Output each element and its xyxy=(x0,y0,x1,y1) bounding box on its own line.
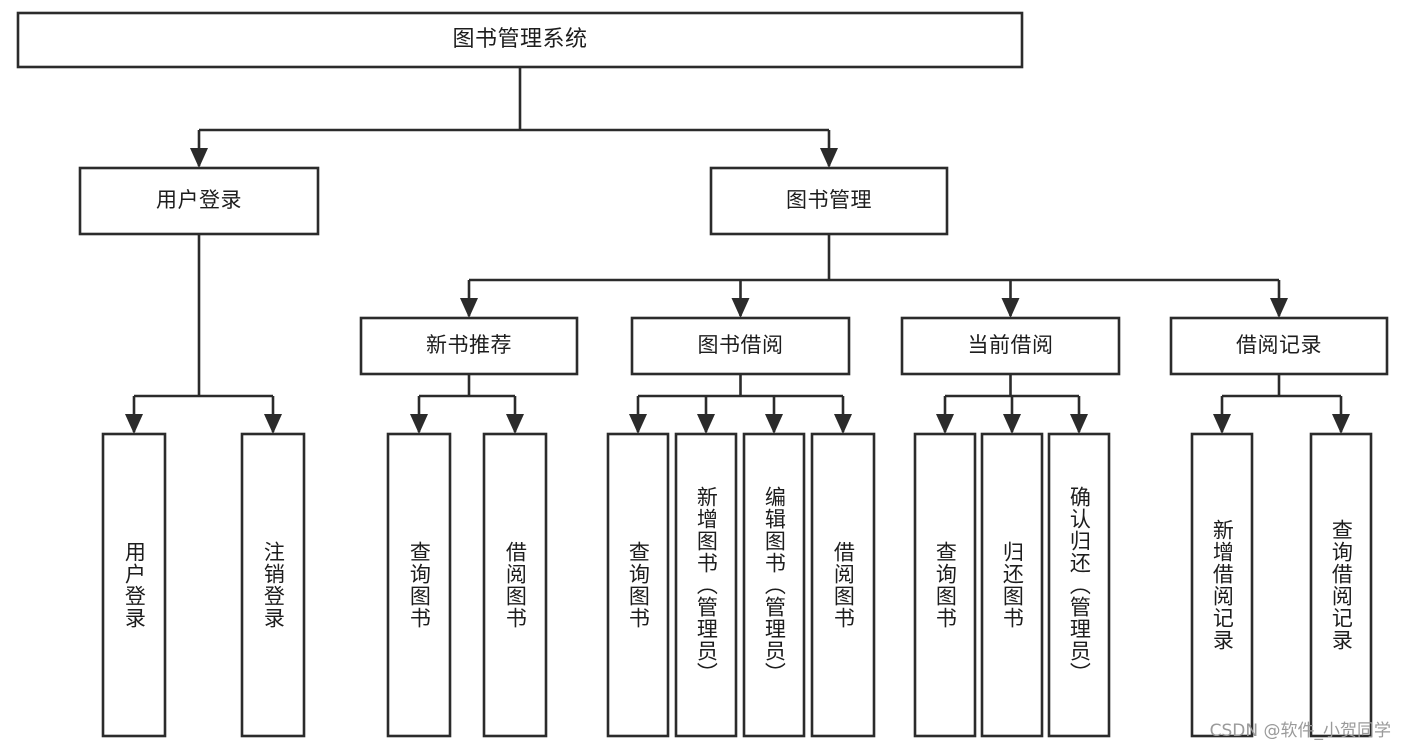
arrow-head-icon xyxy=(820,148,838,168)
arrow-head-icon xyxy=(834,414,852,434)
node-box-leaf_2[interactable] xyxy=(240,432,306,738)
arrow-head-icon xyxy=(1270,298,1288,318)
node-box-leaf_7[interactable] xyxy=(742,432,806,738)
arrow-head-icon xyxy=(1070,414,1088,434)
arrow-head-icon xyxy=(1332,414,1350,434)
node-box-l2_b[interactable] xyxy=(709,166,949,236)
arrow-head-icon xyxy=(1003,414,1021,434)
node-box-leaf_3[interactable] xyxy=(386,432,452,738)
arrow-head-icon xyxy=(460,298,478,318)
node-box-leaf_11[interactable] xyxy=(1047,432,1111,738)
node-box-leaf_5[interactable] xyxy=(606,432,670,738)
arrow-head-icon xyxy=(629,414,647,434)
arrow-head-icon xyxy=(190,148,208,168)
node-box-leaf_6[interactable] xyxy=(674,432,738,738)
arrow-head-icon xyxy=(731,298,750,318)
node-box-leaf_12[interactable] xyxy=(1190,432,1254,738)
arrow-head-icon xyxy=(765,414,783,434)
node-box-leaf_13[interactable] xyxy=(1309,432,1373,738)
node-box-l2_a[interactable] xyxy=(78,166,320,236)
node-box-leaf_1[interactable] xyxy=(101,432,167,738)
node-box-l3_d[interactable] xyxy=(1169,316,1389,376)
arrow-head-icon xyxy=(264,414,282,434)
node-box-leaf_4[interactable] xyxy=(482,432,548,738)
node-box-l3_c[interactable] xyxy=(900,316,1121,376)
arrow-head-icon xyxy=(410,414,428,434)
node-box-leaf_8[interactable] xyxy=(810,432,876,738)
node-box-leaf_9[interactable] xyxy=(913,432,977,738)
arrow-head-icon xyxy=(936,414,954,434)
node-box-l3_a[interactable] xyxy=(359,316,579,376)
arrow-head-icon xyxy=(1213,414,1231,434)
connector-lines xyxy=(125,67,1350,434)
node-box-l3_b[interactable] xyxy=(630,316,851,376)
arrow-head-icon xyxy=(125,414,143,434)
arrow-head-icon xyxy=(506,414,524,434)
node-box-leaf_10[interactable] xyxy=(980,432,1044,738)
node-boxes xyxy=(16,11,1389,738)
node-box-root[interactable] xyxy=(16,11,1024,69)
arrow-head-icon xyxy=(697,414,715,434)
arrow-head-icon xyxy=(1001,298,1020,318)
